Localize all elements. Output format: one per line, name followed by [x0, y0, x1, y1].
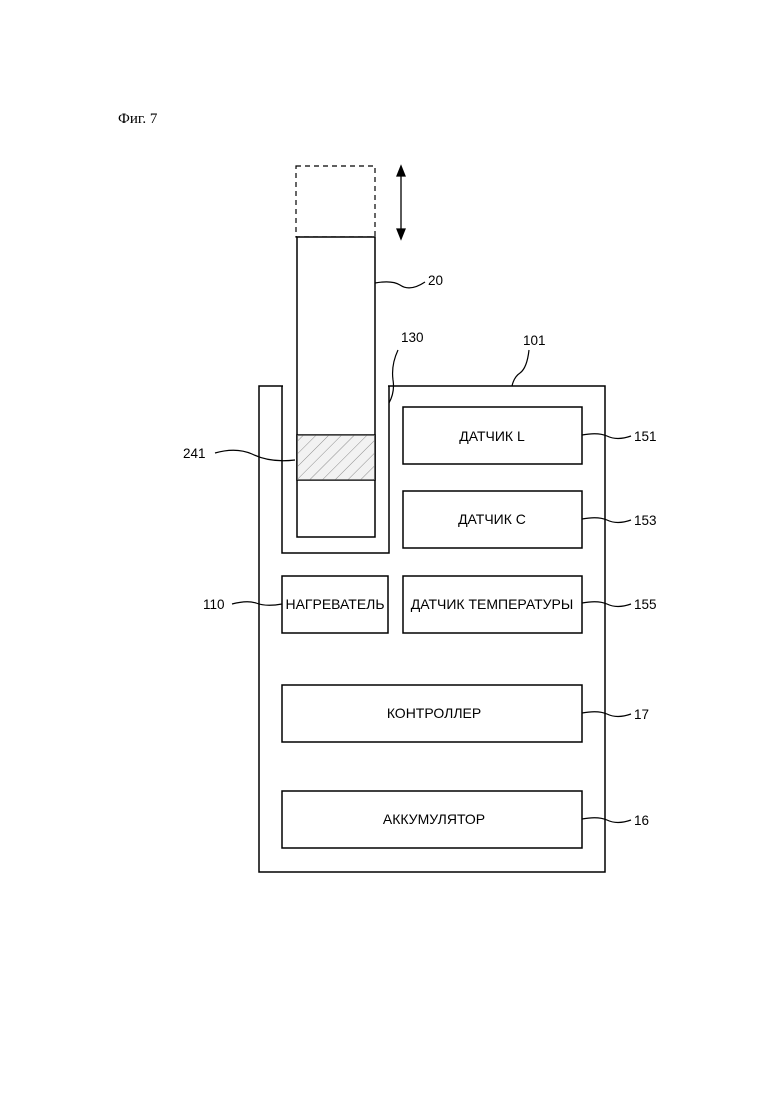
ref-241: 241: [183, 446, 206, 461]
ref-130: 130: [401, 330, 424, 345]
heater-label: НАГРЕВАТЕЛЬ: [285, 596, 384, 612]
controller-label: КОНТРОЛЛЕР: [387, 705, 481, 721]
ref-16: 16: [634, 813, 649, 828]
temp-sensor-label: ДАТЧИК ТЕМПЕРАТУРЫ: [411, 596, 574, 612]
leader-line-130: [389, 350, 398, 403]
sensor-l-label: ДАТЧИК L: [459, 428, 525, 444]
cigarette: [297, 237, 375, 537]
ref-17: 17: [634, 707, 649, 722]
leader-line-153: [582, 518, 631, 523]
ref-153: 153: [634, 513, 657, 528]
ref-20: 20: [428, 273, 443, 288]
leader-line-17: [582, 712, 631, 717]
leader-line-151: [582, 434, 631, 439]
cigarette-extended-outline: [296, 166, 375, 237]
double-arrow-icon: [397, 166, 405, 239]
leader-line-155: [582, 602, 631, 607]
leader-line-110: [232, 602, 282, 606]
leader-line-16: [582, 818, 631, 823]
ref-151: 151: [634, 429, 657, 444]
battery-label: АККУМУЛЯТОР: [383, 811, 485, 827]
leader-line-101: [512, 350, 529, 386]
ref-155: 155: [634, 597, 657, 612]
leader-line-241: [215, 450, 295, 461]
ref-101: 101: [523, 333, 546, 348]
ref-110: 110: [203, 597, 225, 612]
leader-line-20: [375, 282, 425, 288]
sensor-c-label: ДАТЧИК C: [458, 511, 526, 527]
